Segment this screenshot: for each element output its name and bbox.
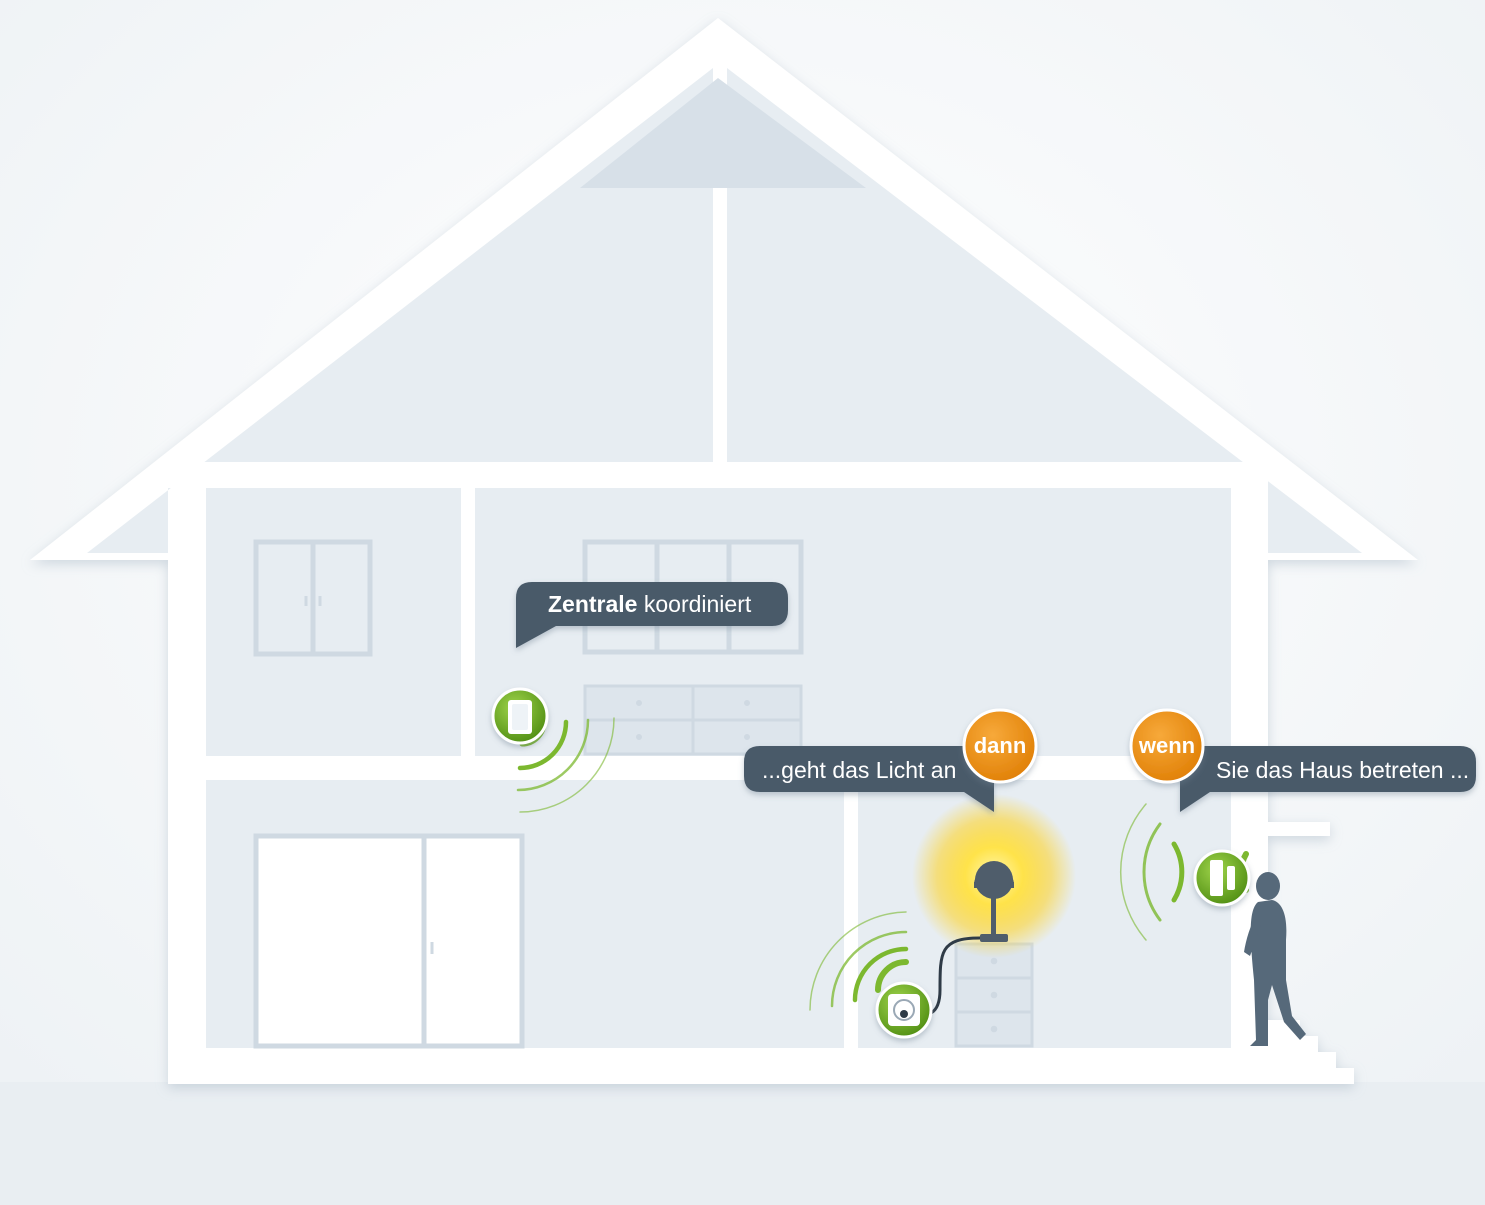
window-upper-left — [253, 539, 373, 657]
attic-room-left — [87, 68, 713, 553]
attic-room-right — [727, 68, 1362, 553]
signal-waves-plug — [809, 911, 909, 1011]
bubble-light: ...geht das Licht an — [744, 746, 994, 812]
svg-text:Zentrale koordiniert: Zentrale koordiniert — [548, 591, 752, 617]
bubble-central: Zentrale koordiniert — [516, 582, 788, 648]
ground — [0, 1082, 1485, 1205]
badge-wenn-text: wenn — [1138, 733, 1195, 758]
table-lamp-icon — [974, 861, 1014, 942]
badge-dann: dann — [962, 708, 1038, 784]
door-contact-sensor-icon — [1193, 849, 1251, 907]
attic-peak — [580, 78, 866, 188]
smart-plug-icon — [875, 981, 933, 1039]
sideboard — [583, 684, 803, 756]
walking-person-icon — [1244, 872, 1306, 1046]
patio-door — [253, 833, 525, 1049]
bubble-enter: Sie das Haus betreten ... — [1180, 746, 1476, 812]
bubble-light-text: ...geht das Licht an — [762, 757, 956, 783]
bubble-central-rest: koordiniert — [637, 591, 751, 617]
badge-dann-text: dann — [974, 733, 1027, 758]
smart-home-hub-icon — [491, 687, 549, 745]
dresser — [954, 942, 1034, 1048]
badge-wenn: wenn — [1129, 708, 1205, 784]
bubble-enter-text: Sie das Haus betreten ... — [1216, 757, 1469, 783]
bubble-central-bold: Zentrale — [548, 591, 637, 617]
